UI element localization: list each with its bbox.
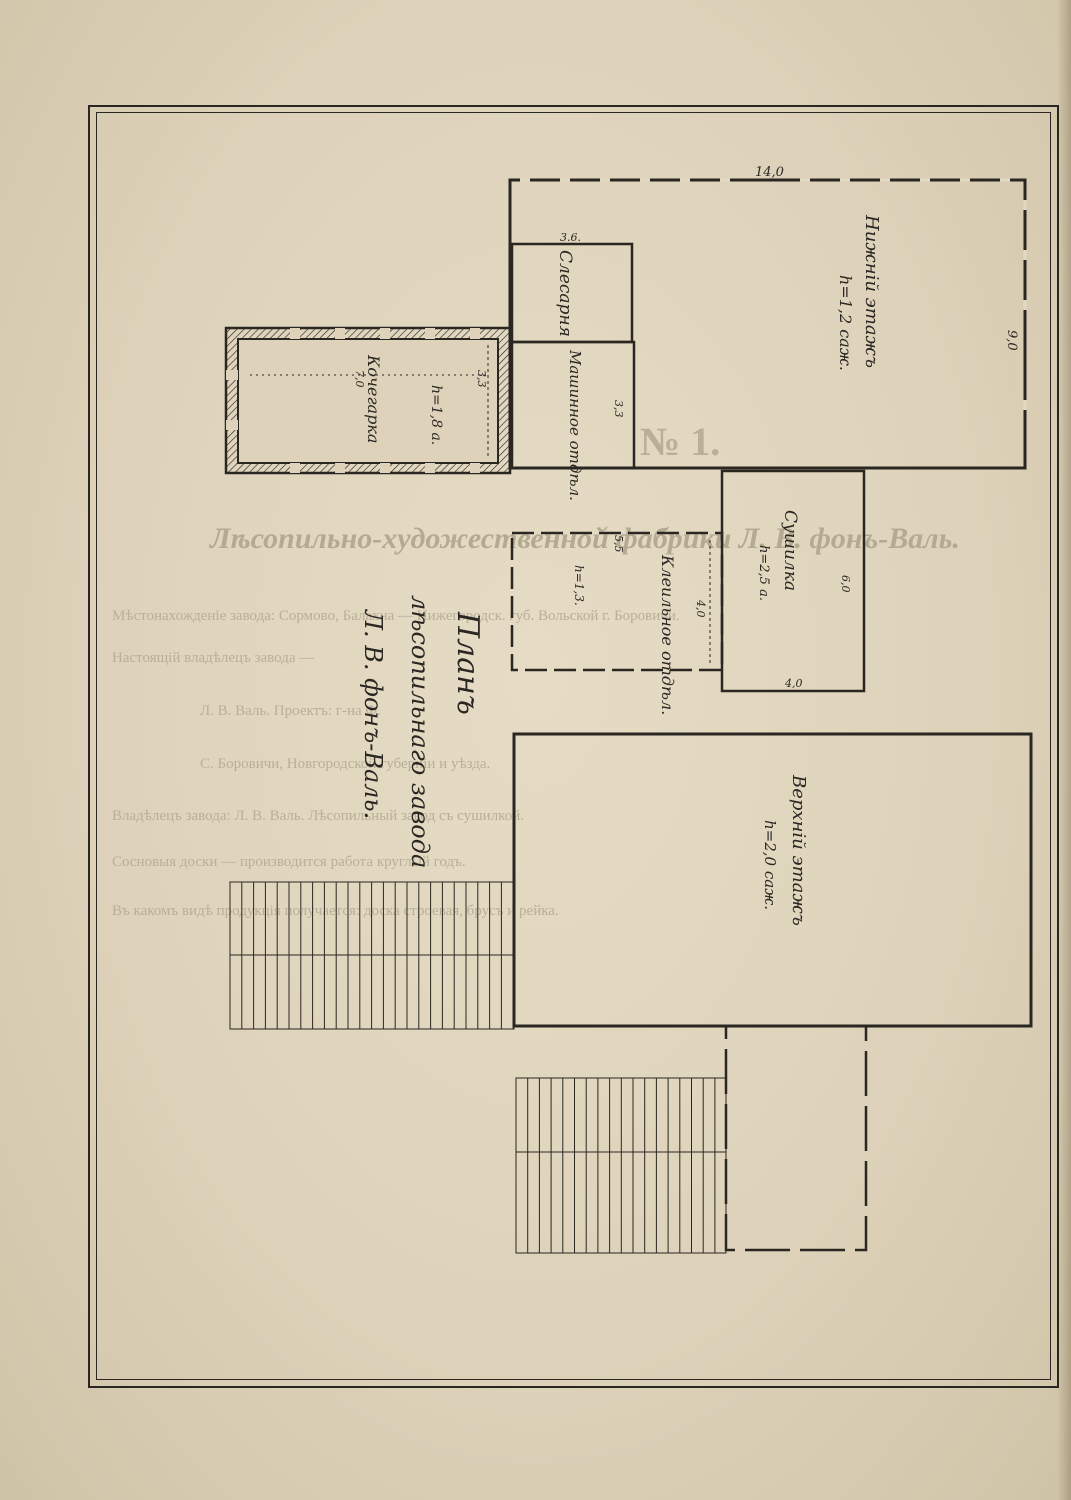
room-drying-kiln: 6,0 4,0 Сушилка h=2,5 а. (720, 469, 866, 693)
inner-border (96, 112, 1051, 1380)
kiln-dim-bottom: 4,0 (784, 677, 803, 690)
boiler-dim-width: 3,3 (475, 370, 488, 388)
boiler-dim-length: 7,0 (353, 370, 366, 388)
page-edge-shadow (1057, 0, 1071, 1500)
ghost-line: Владѣлецъ завода: Л. В. Валь. Лѣсопильны… (112, 808, 524, 824)
plan-title: Планъ лѣсопильнаго завода Л. В. фонъ-Вал… (359, 595, 485, 868)
boiler-height: h=1,8 а. (428, 385, 444, 445)
ghost-heading: № 1. (640, 419, 720, 464)
lower-floor-label: Нижній этажъ (861, 214, 882, 368)
ghost-line: Мѣстонахожденіе завода: Сормово, Балахна… (112, 608, 680, 624)
ghost-title: Лѣсопильно-художественной фабрики Л. В. … (208, 522, 960, 555)
glue-label: Клеильное отдѣл. (658, 554, 677, 715)
title-line-1: Планъ (450, 611, 485, 715)
ghost-line: Настоящій владѣлецъ завода — (112, 650, 315, 666)
lumber-stack-upper (229, 881, 515, 1030)
room-annex (724, 1024, 868, 1252)
lower-floor-dim-side: 9,0 (1004, 330, 1019, 351)
machine-dept-dim: 3,3 (612, 400, 625, 418)
title-line-2: лѣсопильнаго завода (406, 595, 434, 868)
upper-floor-height: h=2,0 саж. (761, 820, 779, 910)
ghost-line: Сосновыя доски — производится работа кру… (112, 854, 466, 870)
ghost-line: С. Боровичи, Новгородской губерніи и уѣз… (200, 756, 490, 772)
room-upper-floor: Верхній этажъ h=2,0 саж. (512, 732, 1033, 1028)
room-lower-floor: 14,0 9,0 Нижній этажъ h=1,2 саж. (508, 165, 1027, 470)
smithy-label: Слесарня (555, 250, 575, 337)
ghost-line: Въ какомъ видѣ продукція получается: дос… (112, 903, 559, 919)
outer-border (88, 105, 1059, 1388)
lumber-stack-lower (515, 1077, 727, 1254)
room-smithy: 3.6. Слесарня (510, 231, 634, 344)
title-line-3: Л. В. фонъ-Валь. (359, 609, 387, 819)
kiln-height: h=2,5 а. (756, 545, 771, 601)
room-boiler: 3,3 7,0 h=1,8 а. Кочегарка (224, 326, 512, 475)
room-glue-dept: 5,5 4,0 Клеильное отдѣл. h=1,3. (510, 531, 724, 715)
room-machine-dept: 3,3 Машинное отдѣл. (510, 340, 636, 501)
machine-dept-label: Машинное отдѣл. (566, 349, 584, 501)
ghost-line: Л. В. Валь. Проектъ: г-на Ф. (200, 703, 381, 719)
lower-floor-dim-top: 14,0 (755, 165, 784, 180)
glue-height: h=1,3. (572, 565, 586, 606)
kiln-dim-side: 6,0 (839, 575, 852, 593)
bleed-through-text: № 1. Лѣсопильно-художественной фабрики Л… (112, 419, 960, 919)
glue-dim-width: 5,5 (612, 535, 625, 553)
boiler-label: Кочегарка (364, 354, 383, 443)
kiln-label: Сушилка (780, 510, 800, 591)
smithy-dim: 3.6. (560, 231, 581, 244)
glue-dim-length: 4,0 (694, 599, 707, 618)
lower-floor-height: h=1,2 саж. (836, 275, 855, 371)
upper-floor-label: Верхній этажъ (788, 774, 809, 926)
